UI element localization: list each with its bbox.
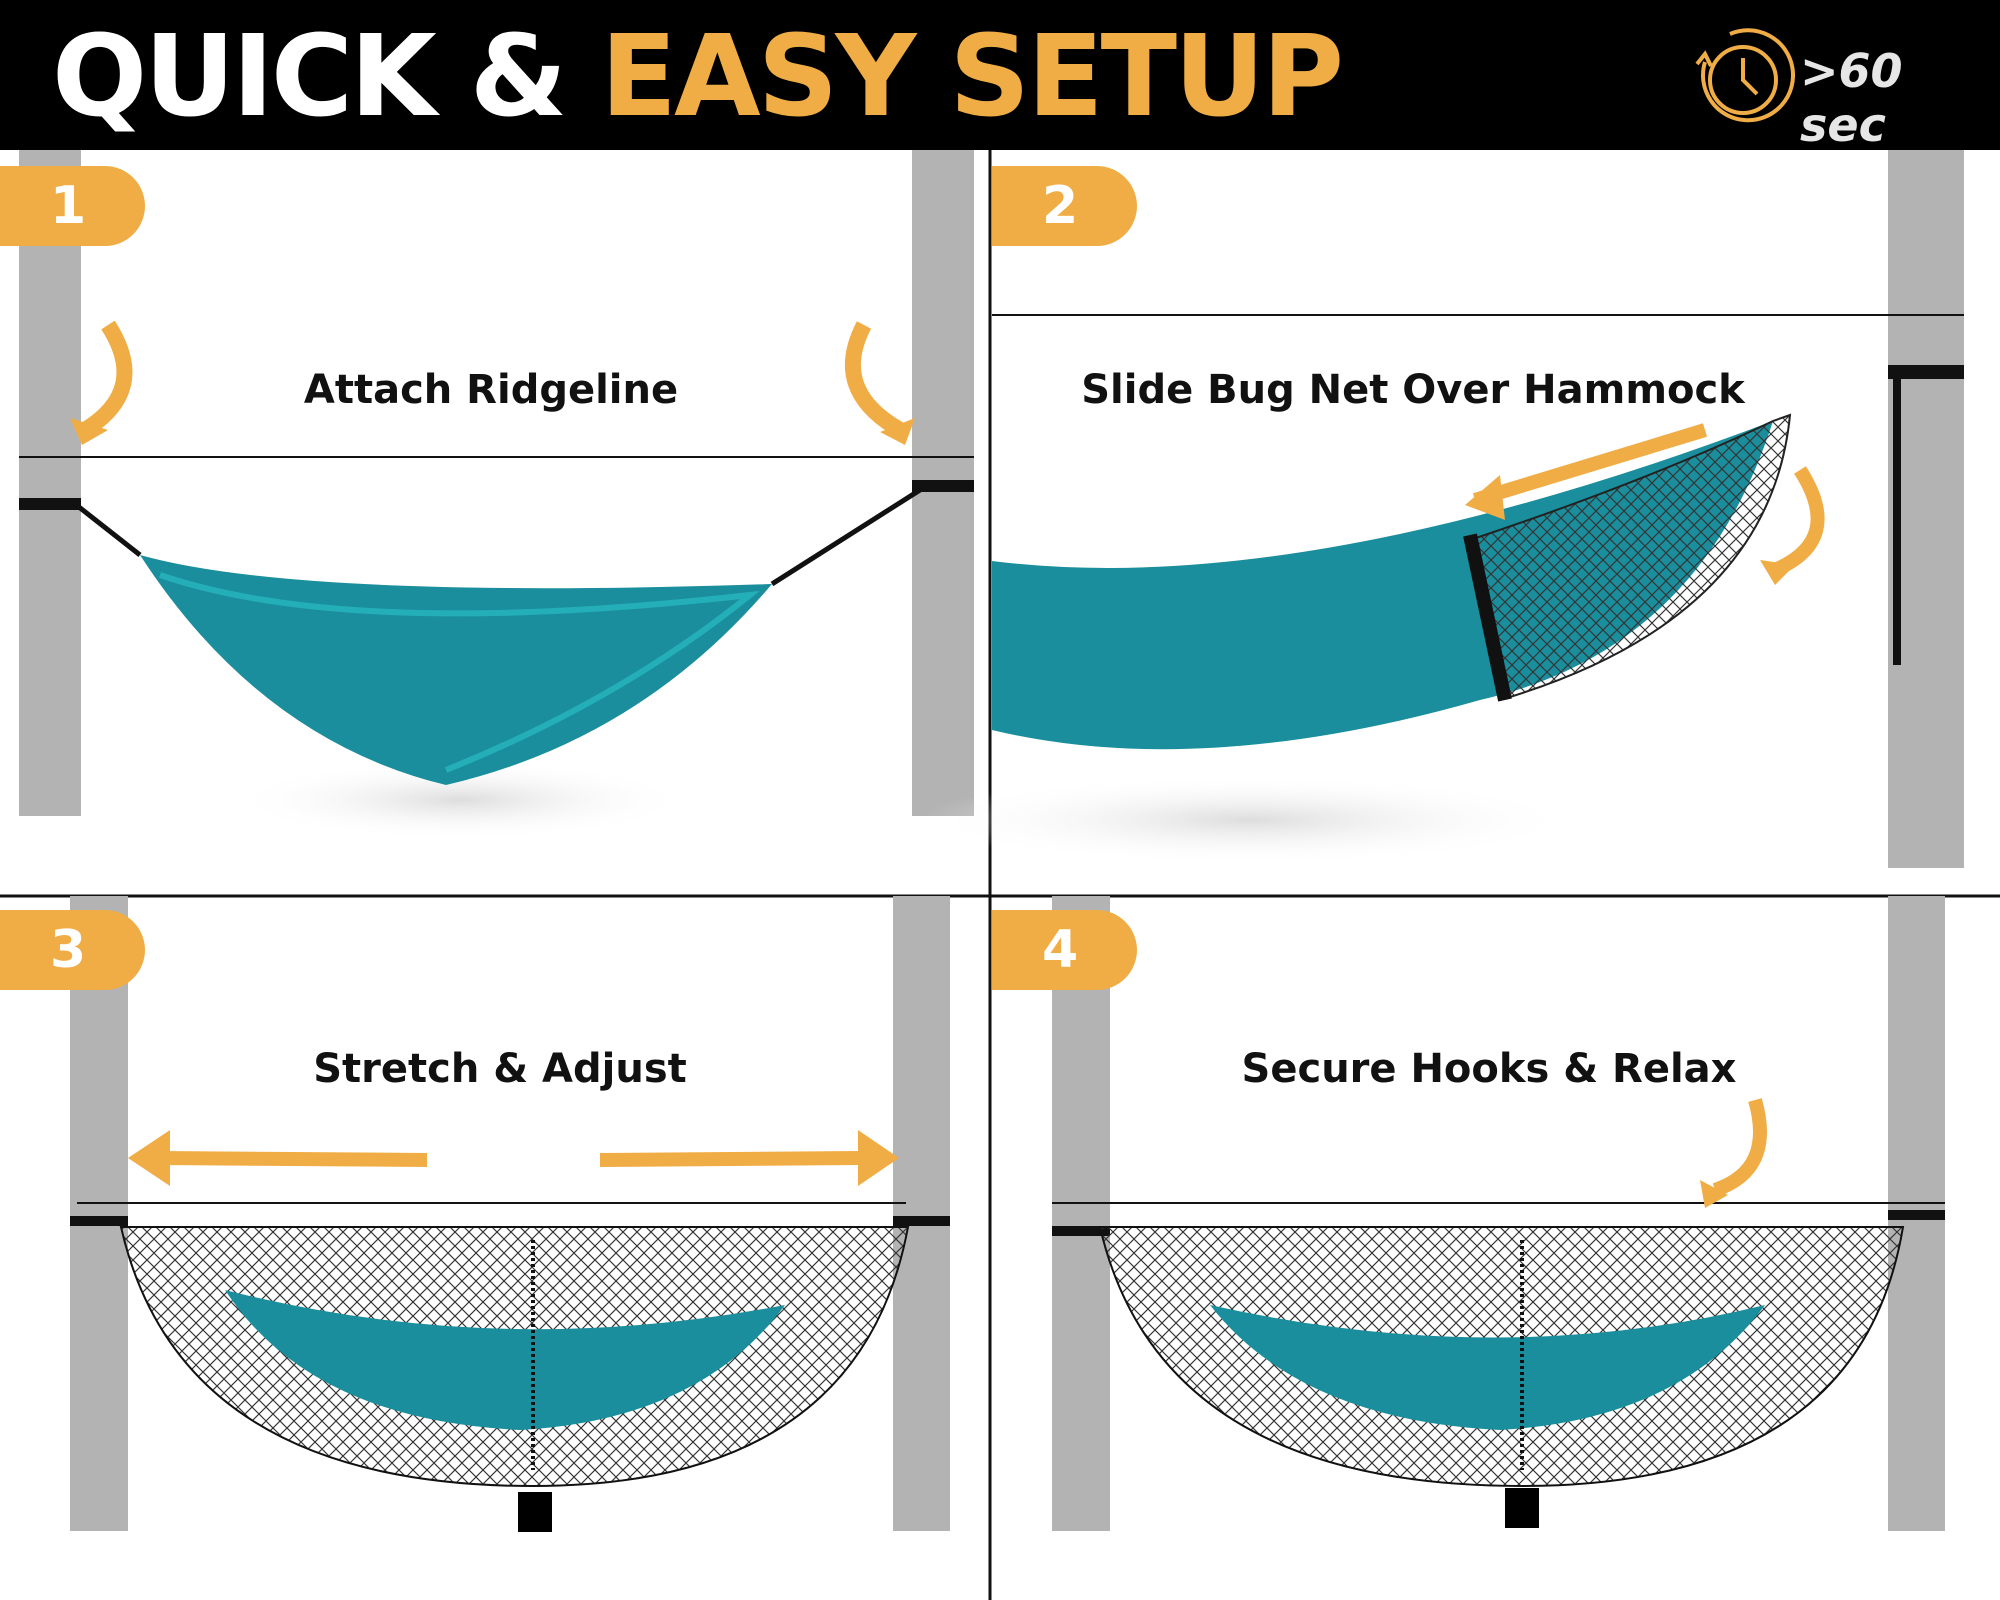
- step-badge-2: 2: [992, 166, 1137, 246]
- tree: [1052, 896, 1110, 1531]
- step-badge-3: 3: [0, 910, 145, 990]
- step-2-illustration: [920, 150, 1964, 868]
- step-badge-1: 1: [0, 166, 145, 246]
- page-title: QUICK & EASY SETUP: [52, 12, 1344, 142]
- tree: [893, 896, 950, 1531]
- arrow-icon: [1772, 466, 1825, 577]
- arrow-right-icon: [858, 1130, 899, 1186]
- step-title-1: Attach Ridgeline: [303, 367, 679, 413]
- tree: [70, 896, 128, 1531]
- step-title-3: Stretch & Adjust: [313, 1046, 687, 1092]
- step-4-illustration: [1052, 896, 1945, 1531]
- title-part-white: QUICK &: [52, 12, 567, 142]
- step-badge-4: 4: [992, 910, 1137, 990]
- title-part-orange: EASY SETUP: [600, 12, 1344, 142]
- step-title-2: Slide Bug Net Over Hammock: [1081, 367, 1745, 413]
- arrow-left-icon: [128, 1130, 170, 1186]
- arrow-icon: [1465, 475, 1505, 520]
- brand-tag: [1505, 1488, 1539, 1528]
- tree: [19, 150, 81, 816]
- step-title-4: Secure Hooks & Relax: [1241, 1046, 1737, 1092]
- arrow-icon: [844, 321, 905, 437]
- bug-net: [1468, 413, 1792, 702]
- hammock: [225, 1290, 785, 1430]
- hammock: [1210, 1305, 1765, 1430]
- brand-tag: [518, 1492, 552, 1532]
- step-1-illustration: [19, 150, 974, 840]
- arrow-icon: [80, 320, 133, 437]
- arrow-icon: [1712, 1098, 1767, 1197]
- hammock: [140, 555, 772, 785]
- header-banner: QUICK & EASY SETUP >60 sec: [0, 0, 2000, 152]
- clock-refresh-icon: [1695, 28, 1795, 123]
- step-3-illustration: [70, 896, 950, 1532]
- setup-duration: >60 sec: [1800, 44, 1903, 152]
